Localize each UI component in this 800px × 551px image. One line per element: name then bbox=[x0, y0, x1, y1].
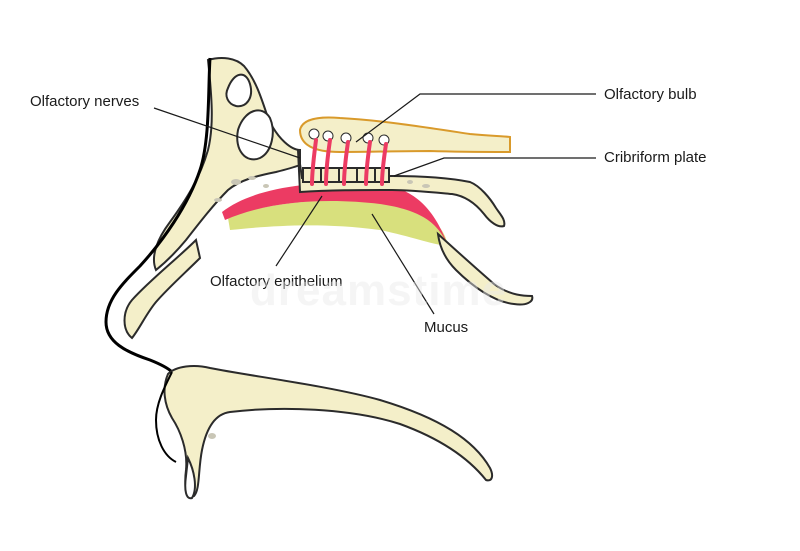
face-profile-outline bbox=[104, 57, 212, 374]
label-olfactory-bulb: Olfactory bulb bbox=[604, 86, 697, 103]
leader-mucus bbox=[371, 213, 435, 315]
leader-olfactory-epithelium bbox=[275, 195, 323, 267]
label-mucus: Mucus bbox=[424, 319, 469, 336]
olfactory-bulb bbox=[298, 116, 511, 154]
label-cribriform-plate: Cribriform plate bbox=[604, 149, 707, 166]
mucus-layer bbox=[228, 200, 448, 246]
label-olfactory-epithelium: Olfactory epithelium bbox=[210, 273, 343, 290]
olfactory-nerves bbox=[310, 138, 388, 186]
label-olfactory-nerves: Olfactory nerves bbox=[30, 93, 140, 110]
leader-olfactory-nerves bbox=[153, 107, 301, 159]
cribriform-bone-shelf bbox=[297, 149, 506, 228]
leader-olfactory-bulb bbox=[355, 93, 596, 143]
tooth-front bbox=[184, 454, 196, 500]
palate-bone bbox=[163, 365, 494, 498]
nasal-concha bbox=[436, 231, 534, 306]
olfactory-epithelium-region bbox=[222, 182, 448, 246]
nose-cartilage bbox=[123, 238, 202, 340]
watermark-text: dreamstime bbox=[250, 266, 508, 315]
leader-cribriform-plate bbox=[393, 157, 596, 177]
upper-bone-hole bbox=[225, 73, 252, 108]
upper-lip-outline bbox=[154, 371, 177, 463]
frontal-sinus-hole bbox=[236, 109, 274, 161]
leader-lines bbox=[153, 93, 596, 315]
